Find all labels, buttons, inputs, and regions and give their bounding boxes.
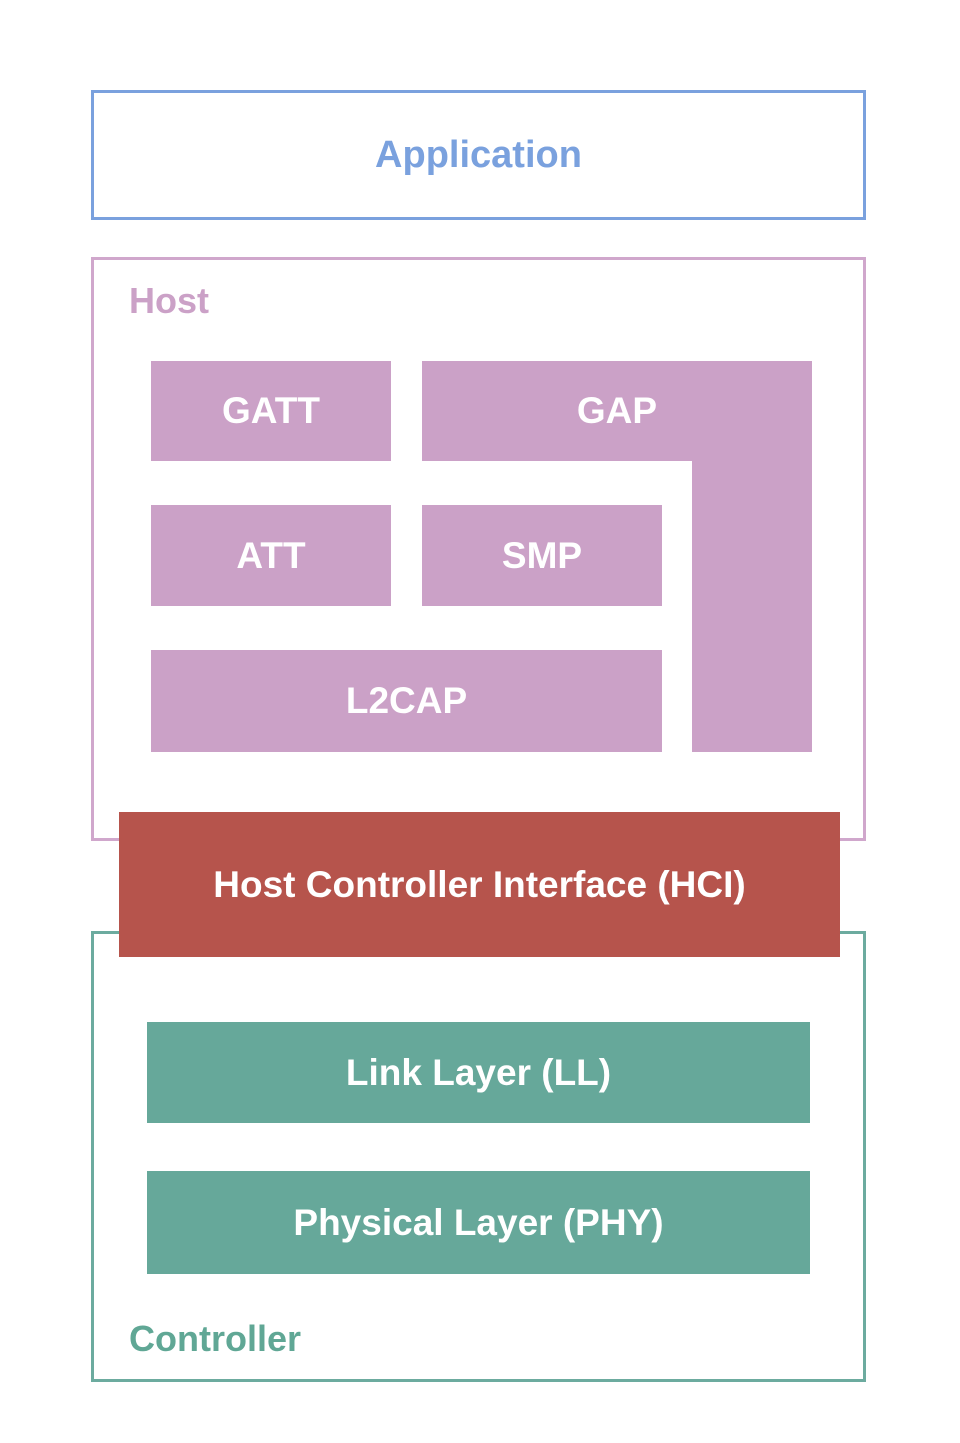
- gap-block-bar: GAP: [422, 361, 812, 461]
- application-box: Application: [91, 90, 866, 220]
- host-box: Host GATT GAP ATT SMP L2CAP: [91, 257, 866, 841]
- controller-label: Controller: [129, 1317, 302, 1359]
- host-label: Host: [129, 280, 209, 321]
- physical-layer-label: Physical Layer (PHY): [293, 1201, 664, 1243]
- gatt-block: GATT: [151, 361, 391, 461]
- gap-label: GAP: [576, 390, 658, 431]
- smp-block: SMP: [422, 505, 662, 606]
- controller-box: Link Layer (LL) Physical Layer (PHY) Con…: [91, 931, 866, 1382]
- link-layer-label: Link Layer (LL): [345, 1051, 612, 1093]
- physical-layer-block: Physical Layer (PHY): [147, 1171, 810, 1274]
- hci-block: Host Controller Interface (HCI): [119, 812, 840, 957]
- smp-label: SMP: [501, 534, 583, 576]
- l2cap-block: L2CAP: [151, 650, 662, 752]
- gap-block: GAP: [422, 361, 812, 752]
- application-label: Application: [375, 133, 582, 176]
- gatt-label: GATT: [222, 390, 320, 431]
- att-label: ATT: [236, 534, 306, 576]
- att-block: ATT: [151, 505, 391, 606]
- hci-label: Host Controller Interface (HCI): [213, 863, 746, 905]
- l2cap-label: L2CAP: [345, 680, 468, 721]
- gap-block-column: [692, 460, 812, 752]
- link-layer-block: Link Layer (LL): [147, 1022, 810, 1123]
